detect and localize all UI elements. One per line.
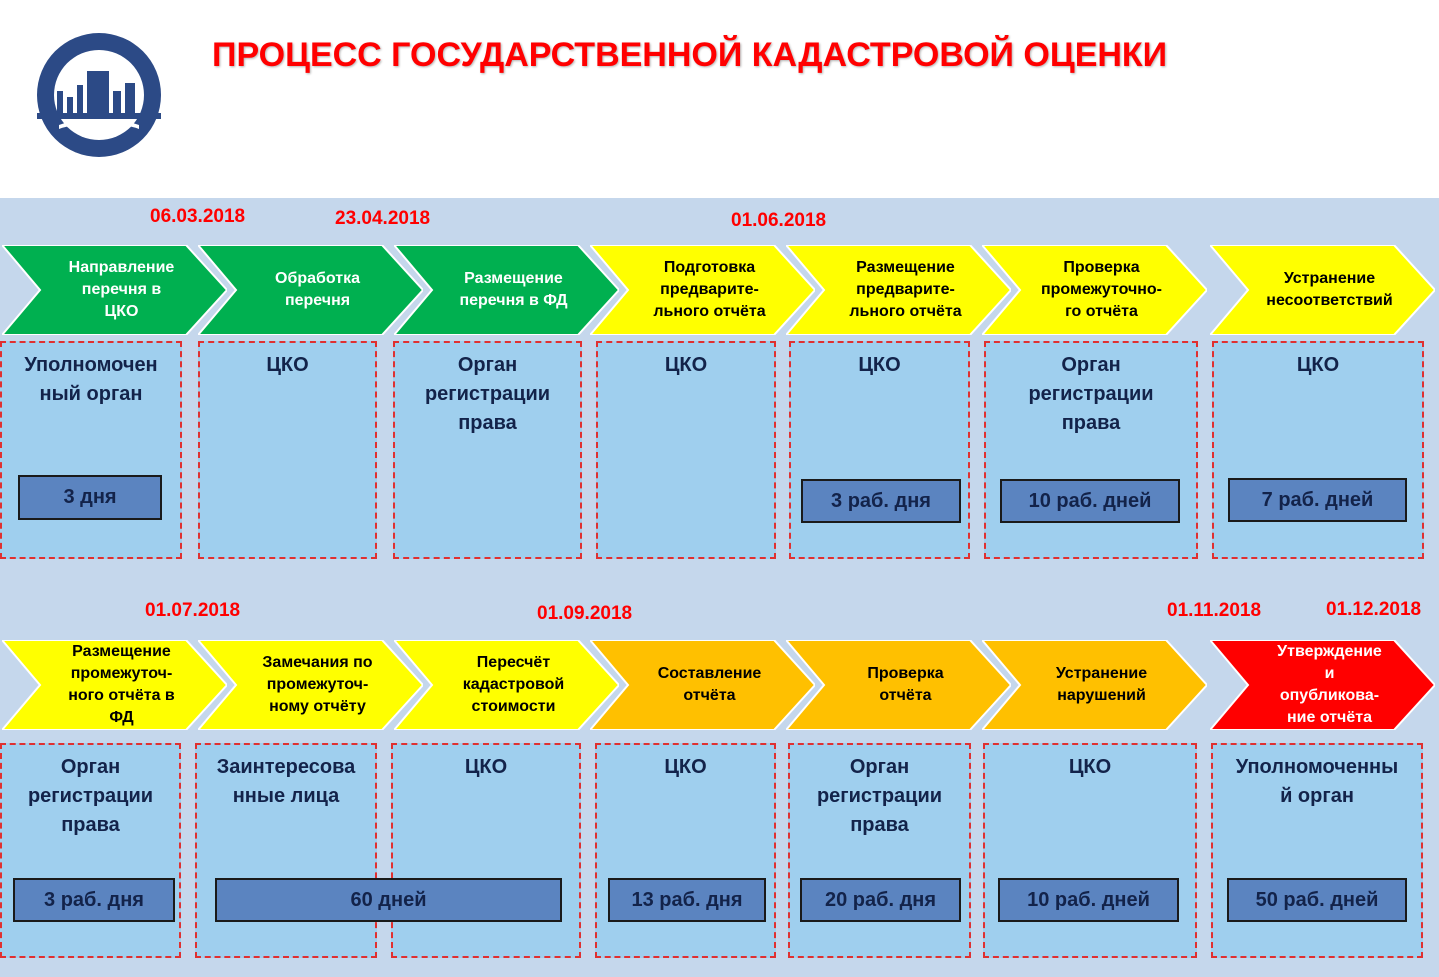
responsible-party: ЦКО xyxy=(464,756,508,778)
responsible-card: Орган регистрации права xyxy=(984,341,1198,559)
responsible-party: ЦКО xyxy=(858,354,901,376)
chevron-arrow-shape xyxy=(198,245,423,335)
duration-box: 13 раб. дня xyxy=(608,878,766,922)
process-step-label: Составление отчёта xyxy=(657,665,762,704)
duration-box: 10 раб. дней xyxy=(1000,479,1180,523)
process-step-chevron: Составление отчёта xyxy=(590,640,815,730)
duration-box: 50 раб. дней xyxy=(1227,878,1407,922)
process-step-chevron: Устранение несоответствий xyxy=(1210,245,1435,335)
chevron-arrow-shape xyxy=(198,640,423,730)
chevron-arrow-shape xyxy=(394,640,619,730)
process-step-chevron: Размещение промежуточ- ного отчёта в ФД xyxy=(2,640,227,730)
duration-box: 7 раб. дней xyxy=(1228,478,1407,522)
chevron-arrow-shape xyxy=(394,245,619,335)
building-book-logo-icon xyxy=(37,33,161,157)
responsible-party: ЦКО xyxy=(664,354,708,376)
process-step-label: Размещение перечня в ФД xyxy=(459,270,568,309)
responsible-party: Уполномоченны й орган xyxy=(1235,756,1399,807)
date-label: 23.04.2018 xyxy=(335,208,431,229)
page-title: ПРОЦЕСС ГОСУДАРСТВЕННОЙ КАДАСТРОВОЙ ОЦЕН… xyxy=(212,36,1168,74)
process-step-label: Проверка отчёта xyxy=(867,665,944,704)
process-step-chevron: Устранение нарушений xyxy=(982,640,1207,730)
chevron-arrow-shape xyxy=(2,640,227,730)
process-step-label: Замечания по промежуточ- ному отчёту xyxy=(262,654,373,715)
responsible-card: Уполномоченны й орган xyxy=(1211,743,1423,958)
duration-box: 3 раб. дня xyxy=(13,878,175,922)
date-label: 01.12.2018 xyxy=(1326,599,1422,620)
process-step-label: Обработка перечня xyxy=(275,270,360,309)
chevron-arrow-shape xyxy=(590,245,815,335)
process-step-chevron: Размещение перечня в ФД xyxy=(394,245,619,335)
responsible-card: ЦКО xyxy=(198,341,377,559)
process-step-label: Утверждение и опубликова- ние отчёта xyxy=(1277,643,1382,726)
responsible-card: Орган регистрации права xyxy=(788,743,971,958)
responsible-party: Заинтересова нные лица xyxy=(216,756,356,807)
chevron-arrow-shape xyxy=(2,245,227,335)
date-label: 01.11.2018 xyxy=(1167,600,1262,621)
date-label: 01.06.2018 xyxy=(731,210,827,231)
process-step-chevron: Подготовка предварите- льного отчёта xyxy=(590,245,815,335)
responsible-card: ЦКО xyxy=(596,341,776,559)
duration-box: 20 раб. дня xyxy=(800,878,961,922)
responsible-party: Орган регистрации права xyxy=(27,756,154,836)
process-step-chevron: Проверка отчёта xyxy=(786,640,1011,730)
process-step-chevron: Утверждение и опубликова- ние отчёта xyxy=(1210,640,1435,730)
duration-box: 3 дня xyxy=(18,475,162,520)
process-step-label: Проверка промежуточно- го отчёта xyxy=(1040,259,1162,320)
responsible-party: Орган регистрации права xyxy=(816,756,943,836)
chevron-arrow-shape xyxy=(590,640,815,730)
responsible-party: ЦКО xyxy=(266,354,309,376)
responsible-card: ЦКО xyxy=(391,743,581,958)
process-step-chevron: Размещение предварите- льного отчёта xyxy=(786,245,1011,335)
date-label: 06.03.2018 xyxy=(150,206,246,227)
chevron-arrow-shape xyxy=(786,640,1011,730)
chevron-arrow-shape xyxy=(786,245,1011,335)
responsible-card: Орган регистрации права xyxy=(393,341,582,559)
responsible-party: Орган регистрации права xyxy=(424,354,551,434)
process-step-label: Размещение промежуточ- ного отчёта в ФД xyxy=(68,643,175,726)
process-step-label: Направление перечня в ЦКО xyxy=(68,259,175,320)
process-step-label: Устранение несоответствий xyxy=(1266,270,1393,309)
responsible-party: ЦКО xyxy=(1296,354,1340,376)
responsible-party: Уполномочен ный орган xyxy=(24,354,158,405)
responsible-party: ЦКО xyxy=(1068,756,1112,778)
responsible-card: Уполномочен ный орган xyxy=(0,341,182,559)
process-step-chevron: Замечания по промежуточ- ному отчёту xyxy=(198,640,423,730)
process-step-chevron: Обработка перечня xyxy=(198,245,423,335)
chevron-arrow-shape xyxy=(1210,245,1435,335)
process-step-label: Устранение нарушений xyxy=(1055,665,1148,704)
duration-box: 3 раб. дня xyxy=(801,479,961,523)
process-step-label: Пересчёт кадастровой стоимости xyxy=(462,654,565,715)
responsible-card: Заинтересова нные лица xyxy=(195,743,377,958)
responsible-card: ЦКО xyxy=(1212,341,1424,559)
process-step-chevron: Пересчёт кадастровой стоимости xyxy=(394,640,619,730)
process-step-chevron: Проверка промежуточно- го отчёта xyxy=(982,245,1207,335)
responsible-card: ЦКО xyxy=(595,743,776,958)
chevron-arrow-shape xyxy=(982,245,1207,335)
duration-box: 10 раб. дней xyxy=(998,878,1179,922)
chevron-arrow-shape xyxy=(982,640,1207,730)
organization-logo xyxy=(37,33,161,157)
responsible-card: ЦКО xyxy=(983,743,1197,958)
responsible-party: ЦКО xyxy=(664,756,707,778)
date-label: 01.09.2018 xyxy=(537,603,633,624)
responsible-card: ЦКО xyxy=(789,341,970,559)
responsible-card: Орган регистрации права xyxy=(0,743,181,958)
process-step-label: Подготовка предварите- льного отчёта xyxy=(653,259,766,320)
date-label: 01.07.2018 xyxy=(145,600,241,621)
responsible-party: Орган регистрации права xyxy=(1028,354,1154,434)
process-step-chevron: Направление перечня в ЦКО xyxy=(2,245,227,335)
process-step-label: Размещение предварите- льного отчёта xyxy=(849,259,962,320)
duration-box: 60 дней xyxy=(215,878,562,922)
chevron-arrow-shape xyxy=(1210,640,1435,730)
